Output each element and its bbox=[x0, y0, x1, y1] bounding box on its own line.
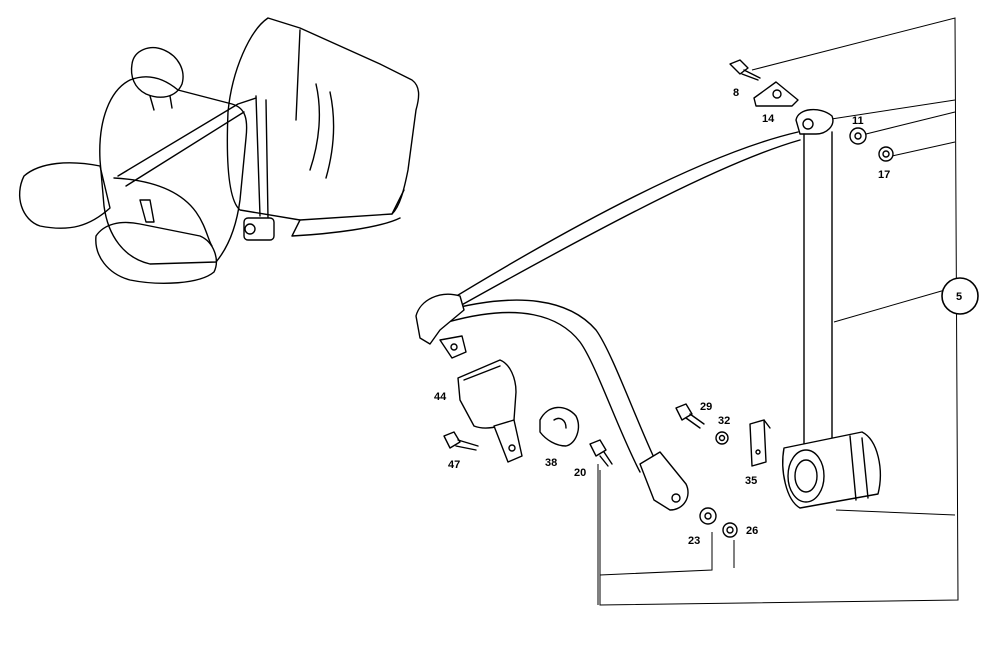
callout-32: 32 bbox=[718, 415, 730, 427]
callout-17: 17 bbox=[878, 169, 890, 181]
callout-47: 47 bbox=[448, 459, 460, 471]
callout-35: 35 bbox=[745, 475, 757, 487]
callout-5: 5 bbox=[956, 291, 962, 303]
exploded-belt-assembly bbox=[415, 17, 979, 606]
callout-23: 23 bbox=[688, 535, 700, 547]
callout-14: 14 bbox=[762, 113, 775, 125]
seat-overview-illustration bbox=[19, 17, 420, 284]
callout-29: 29 bbox=[700, 401, 712, 413]
callout-44: 44 bbox=[434, 391, 447, 403]
callout-26: 26 bbox=[746, 525, 758, 537]
callout-20: 20 bbox=[574, 467, 586, 479]
callout-bubble-5 bbox=[941, 277, 979, 315]
callout-8: 8 bbox=[733, 87, 739, 99]
callout-11: 11 bbox=[852, 115, 864, 127]
callout-38: 38 bbox=[545, 457, 557, 469]
